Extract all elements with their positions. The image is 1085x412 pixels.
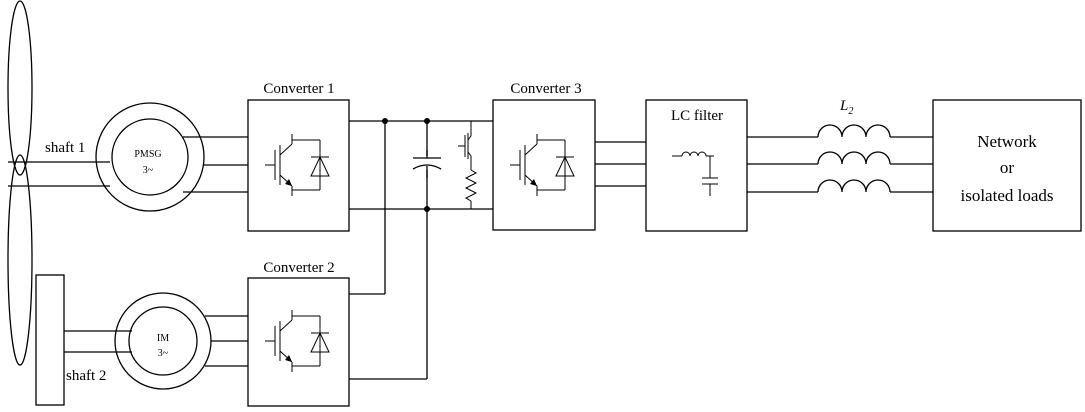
- pmsg-to-converter1-wires: [183, 136, 248, 193]
- igbt-diode-symbol: [265, 134, 330, 196]
- lc-filter-label: LC filter: [671, 108, 723, 124]
- converter-1: Converter 1: [247, 81, 350, 232]
- pmsg-phase: 3~: [143, 165, 154, 176]
- induction-machine: IM 3~: [114, 292, 212, 390]
- converter3-to-filter-wires: [595, 141, 646, 187]
- converter-2-label: Converter 2: [263, 260, 334, 276]
- im-phase: 3~: [158, 348, 169, 359]
- shaft-1-label: shaft 1: [45, 140, 85, 156]
- network-load-block: Network or isolated loads: [932, 99, 1082, 232]
- igbt-diode-symbol: [265, 310, 330, 372]
- shaft-2: shaft 2: [35, 274, 132, 406]
- converter-1-label: Converter 1: [263, 81, 334, 97]
- turbine-blades: [7, 0, 33, 366]
- dc-link: [349, 118, 493, 380]
- load-line-1: Network: [977, 132, 1037, 151]
- inductor-to-load-wires: [890, 136, 933, 193]
- load-line-2: or: [1000, 158, 1015, 177]
- dc-chopper: [458, 121, 478, 209]
- im-to-converter2-wires: [205, 315, 248, 367]
- converter-3: Converter 3: [492, 81, 596, 231]
- im-name: IM: [157, 333, 169, 344]
- l2-inductors: L2: [817, 98, 891, 193]
- load-line-3: isolated loads: [960, 186, 1053, 205]
- filter-to-inductor-wires: [747, 136, 818, 193]
- inductor-label: L2: [839, 98, 853, 117]
- lc-filter: LC filter: [645, 99, 748, 232]
- shaft-2-label: shaft 2: [66, 368, 106, 384]
- shaft-1: shaft 1: [8, 140, 110, 187]
- converter-2: Converter 2: [247, 260, 350, 407]
- pmsg-machine: PMSG 3~: [95, 102, 205, 212]
- igbt-diode-symbol: [510, 134, 575, 196]
- lc-filter-symbol: [672, 151, 718, 196]
- converter-3-label: Converter 3: [510, 81, 581, 97]
- dc-link-capacitor: [408, 150, 442, 178]
- pmsg-name: PMSG: [134, 149, 161, 160]
